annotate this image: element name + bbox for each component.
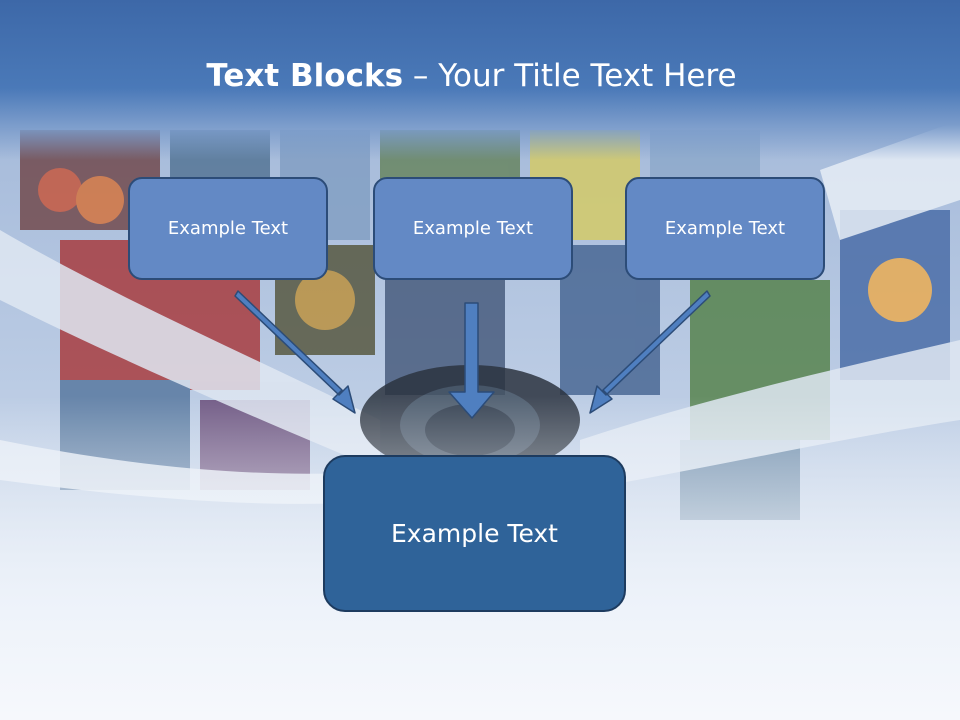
title-dash: –: [403, 58, 439, 94]
title-rest: Your Title Text Here: [438, 58, 737, 94]
text-box-top-right-label: Example Text: [664, 218, 786, 239]
title-bold-part: Text Blocks: [206, 58, 404, 94]
text-box-top-left-label: Example Text: [167, 218, 289, 239]
text-box-bottom[interactable]: Example Text: [323, 455, 626, 612]
title-bar: Text Blocks – Your Title Text Here: [0, 0, 960, 160]
text-box-top-right[interactable]: Example Text: [625, 177, 825, 280]
slide-title: Text Blocks – Your Title Text Here: [0, 56, 943, 96]
text-box-top-center-label: Example Text: [412, 218, 534, 239]
text-box-bottom-label: Example Text: [391, 519, 558, 548]
text-box-top-left[interactable]: Example Text: [128, 177, 328, 280]
text-box-top-center[interactable]: Example Text: [373, 177, 573, 280]
